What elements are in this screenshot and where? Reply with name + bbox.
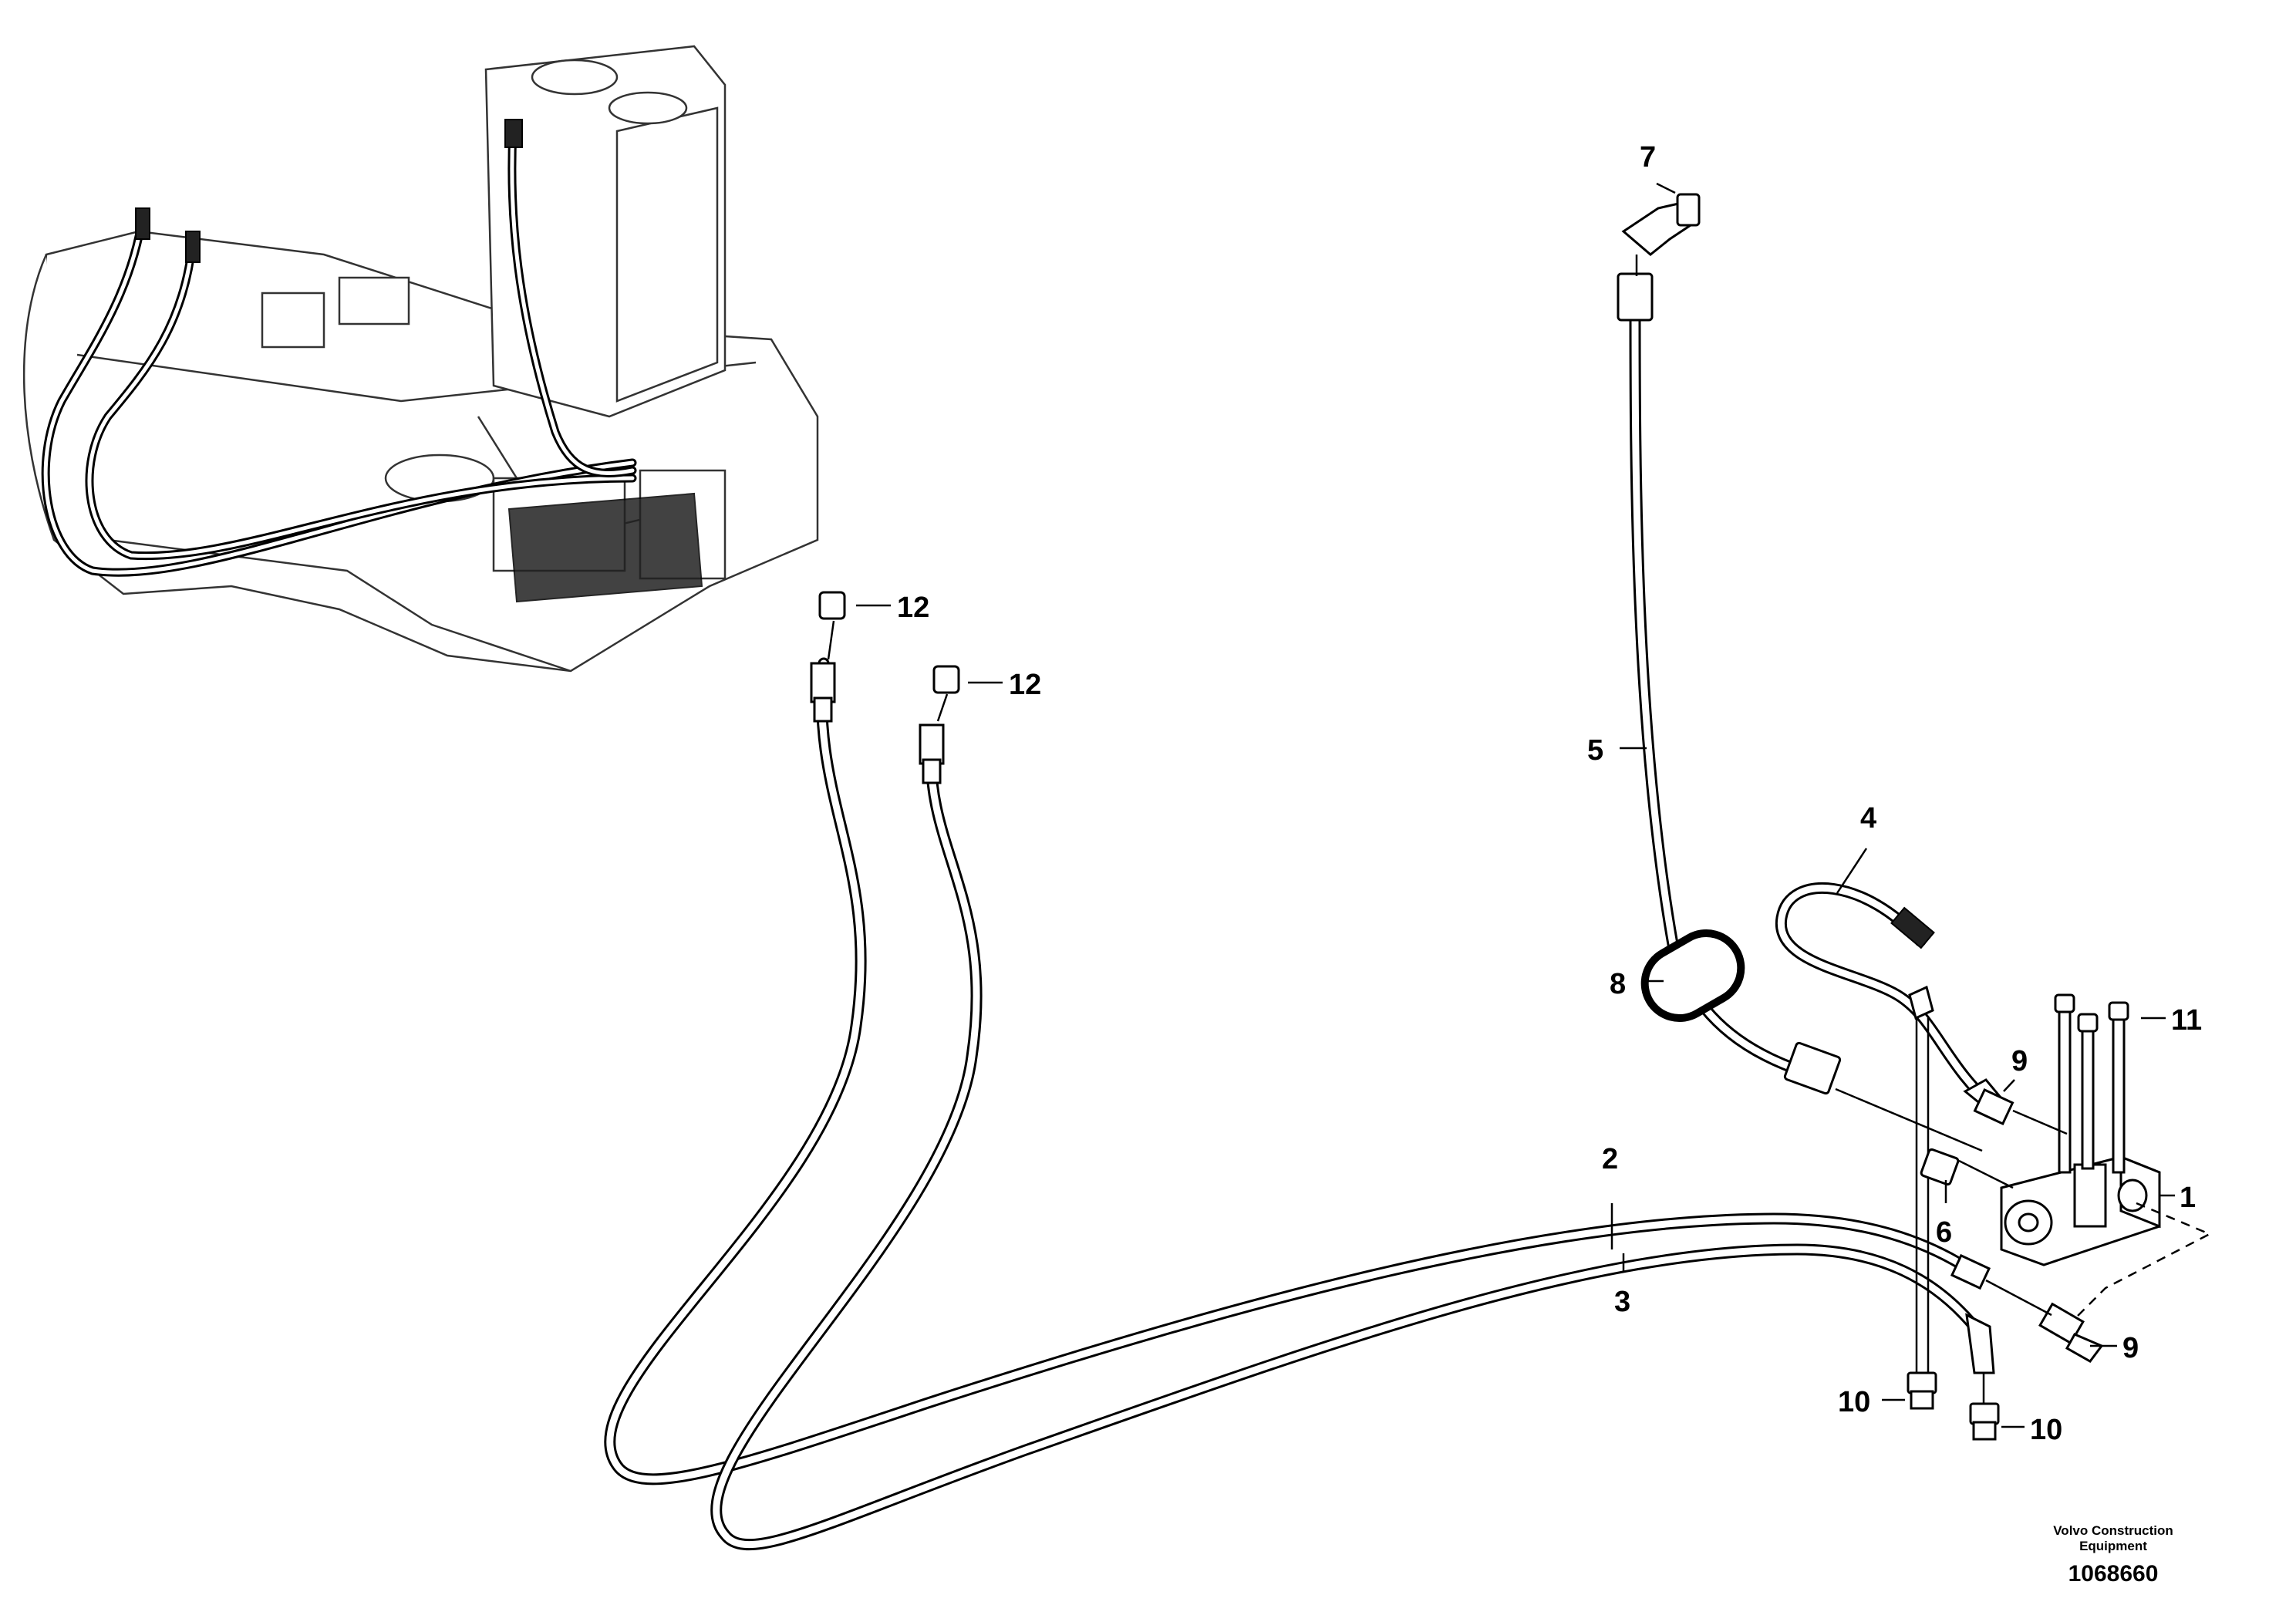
brand-line-2: Equipment bbox=[2079, 1539, 2147, 1553]
cap-12-lower bbox=[932, 665, 960, 694]
callout-8: 8 bbox=[1610, 968, 1626, 1000]
hose-3-top-fitting bbox=[919, 723, 945, 784]
valve-block-1 bbox=[2000, 1155, 2161, 1266]
callout-1: 1 bbox=[2180, 1182, 2196, 1214]
adapter-10-left bbox=[1907, 1371, 1937, 1410]
callout-4: 4 bbox=[1860, 802, 1876, 835]
hose-5 bbox=[1617, 272, 1842, 1095]
callout-9-lower: 9 bbox=[2122, 1332, 2139, 1364]
hose-3 bbox=[710, 742, 1981, 1551]
callout-2: 2 bbox=[1602, 1143, 1618, 1175]
hose-2-end-fitting bbox=[1950, 1253, 2052, 1317]
brand-line-1: Volvo Construction bbox=[2053, 1523, 2173, 1538]
callout-5: 5 bbox=[1587, 734, 1603, 767]
callout-3: 3 bbox=[1614, 1286, 1630, 1318]
callout-9-upper: 9 bbox=[2011, 1045, 2028, 1077]
leader-lines bbox=[856, 182, 2175, 1428]
elbow-adapter-9-lower bbox=[2038, 1302, 2104, 1363]
bolts-11 bbox=[2054, 993, 2129, 1174]
machine-overview-illustration bbox=[22, 45, 819, 673]
drawing-number: 1068660 bbox=[2068, 1561, 2159, 1587]
callout-7: 7 bbox=[1640, 141, 1656, 174]
elbow-fitting-7 bbox=[1621, 193, 1701, 256]
hose-2 bbox=[604, 657, 1981, 1485]
callout-10-right: 10 bbox=[2030, 1414, 2062, 1446]
elbow-adapter-9-upper bbox=[1963, 1078, 2014, 1126]
grommet-8 bbox=[1640, 929, 1745, 1022]
adapter-6 bbox=[1920, 1148, 1960, 1186]
callout-10-left: 10 bbox=[1838, 1386, 1870, 1418]
adapter-10-right bbox=[1969, 1402, 2000, 1441]
callout-6: 6 bbox=[1936, 1216, 1952, 1249]
hose-3-end-fitting bbox=[1965, 1313, 1995, 1404]
tube-to-adapter-10 bbox=[1908, 985, 1934, 1373]
hose-2-top-fitting bbox=[810, 662, 836, 723]
callout-12-lower: 12 bbox=[1009, 669, 1041, 701]
cap-12-upper bbox=[818, 591, 846, 620]
callout-12-upper: 12 bbox=[897, 592, 929, 624]
callout-11: 11 bbox=[2171, 1004, 2202, 1037]
